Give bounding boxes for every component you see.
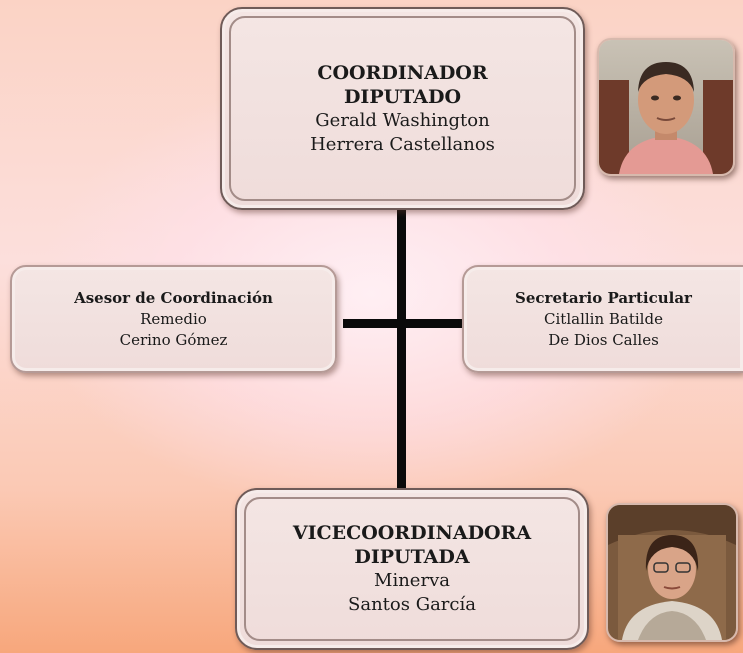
coordinador-subtitle: DIPUTADO [343, 85, 462, 108]
asesor-name-last: Cerino Gómez [119, 330, 228, 349]
horizontal-connector [343, 319, 462, 328]
secretario-name-first: Citlallin Batilde [544, 309, 663, 328]
asesor-name-first: Remedio [140, 309, 207, 328]
coordinador-box: COORDINADOR DIPUTADO Gerald Washington H… [220, 7, 585, 210]
secretario-name-last: De Dios Calles [548, 330, 659, 349]
vicecoordinadora-title: VICECOORDINADORA [292, 522, 532, 544]
vicecoordinadora-name-last: Santos García [348, 594, 476, 615]
coordinador-name-first: Gerald Washington [315, 109, 490, 131]
secretario-box: Secretario Particular Citlallin Batilde … [462, 265, 743, 373]
secretario-title: Secretario Particular [515, 288, 692, 307]
coordinador-photo [597, 38, 735, 176]
coordinador-title: COORDINADOR [317, 61, 488, 84]
vicecoordinadora-subtitle: DIPUTADA [354, 546, 470, 568]
asesor-title: Asesor de Coordinación [74, 288, 273, 307]
vicecoordinadora-name-first: Minerva [374, 570, 450, 591]
vertical-connector [397, 205, 406, 492]
vicecoordinadora-photo [606, 503, 738, 642]
coordinador-name-last: Herrera Castellanos [310, 133, 495, 155]
vicecoordinadora-box: VICECOORDINADORA DIPUTADA Minerva Santos… [235, 488, 589, 650]
asesor-box: Asesor de Coordinación Remedio Cerino Gó… [10, 265, 337, 373]
